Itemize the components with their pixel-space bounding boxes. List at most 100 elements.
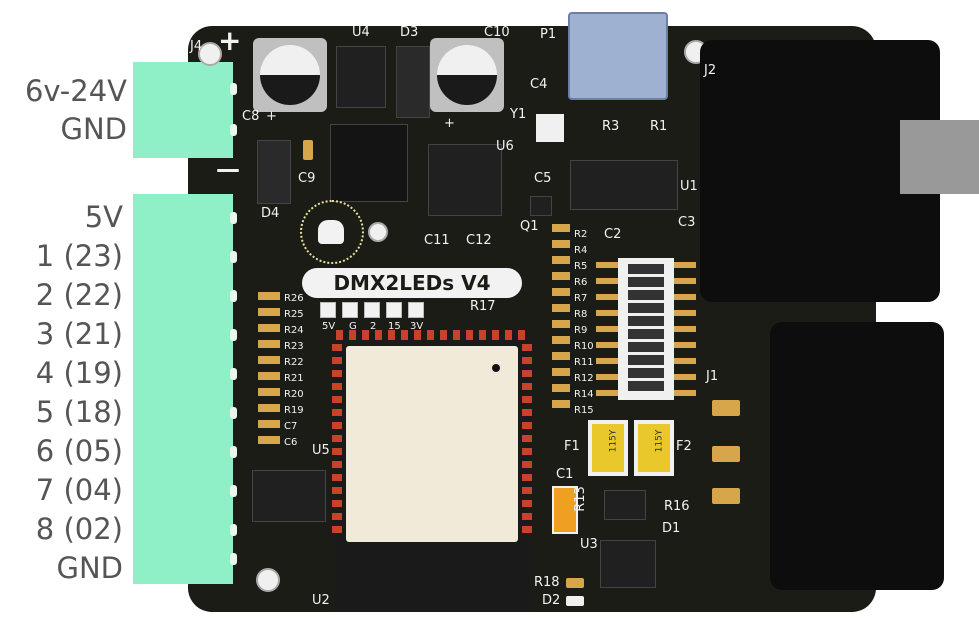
- ref-j4: J4: [190, 39, 203, 54]
- header-label-3v: 3V: [410, 321, 424, 332]
- dip-switch-levers[interactable]: [628, 264, 664, 394]
- ref-right-resistor: R10: [574, 341, 594, 352]
- ref-j2: J2: [704, 63, 717, 78]
- ref-left-resistor: R26: [284, 293, 304, 304]
- cap-c9: [303, 140, 313, 160]
- chip-d1: [604, 490, 646, 520]
- label-5v: 5V: [84, 200, 123, 234]
- diode-d4: [257, 140, 291, 204]
- terminal-pin: [230, 212, 237, 224]
- terminal-pin: [230, 329, 237, 341]
- label-ch7: 7 (04): [35, 473, 123, 507]
- ref-r17: R17: [470, 299, 496, 314]
- mounting-hole: [368, 222, 388, 242]
- diode-d3: [396, 46, 430, 118]
- ref-u2: U2: [312, 593, 330, 608]
- ref-right-resistor: R11: [574, 357, 594, 368]
- j1-pin: [712, 488, 740, 504]
- ref-left-resistor: R21: [284, 373, 304, 384]
- ref-right-resistor: R14: [574, 389, 594, 400]
- header-label-2: 2: [370, 321, 377, 332]
- esp32-top-pads: [336, 330, 528, 340]
- usb-c-port: [568, 12, 668, 100]
- capacitor-c10: [430, 38, 504, 112]
- terminal-pin: [230, 251, 237, 263]
- ref-left-resistor: C7: [284, 421, 298, 432]
- ref-c3: C3: [678, 215, 696, 230]
- board-title-box: DMX2LEDs V4: [302, 268, 522, 298]
- minus-mark: —: [216, 155, 240, 183]
- ref-left-resistor: R20: [284, 389, 304, 400]
- label-ch6: 6 (05): [35, 434, 123, 468]
- header-label-15: 15: [388, 321, 401, 332]
- output-terminal-block: [133, 194, 233, 584]
- fuse-marking: 115Y: [654, 429, 665, 453]
- ref-u1: U1: [680, 179, 698, 194]
- ref-c9: C9: [298, 171, 316, 186]
- fuse-f2: 115Y: [634, 420, 674, 476]
- ref-r3: R3: [602, 119, 620, 134]
- chip-u5: [252, 470, 326, 522]
- label-ch4: 4 (19): [35, 356, 123, 390]
- pin1-dot: [492, 364, 500, 372]
- ref-y1: Y1: [510, 107, 527, 122]
- ref-left-resistor: R23: [284, 341, 304, 352]
- c8-plus: +: [266, 109, 277, 124]
- ref-c4: C4: [530, 77, 548, 92]
- ref-c2: C2: [604, 227, 622, 242]
- terminal-pin: [230, 446, 237, 458]
- esp32-right-pads: [522, 344, 532, 534]
- ref-d1: D1: [662, 521, 681, 536]
- fuse-f1: 115Y: [588, 420, 628, 476]
- mounting-hole: [256, 568, 280, 592]
- ref-c5: C5: [534, 171, 552, 186]
- label-ch8: 8 (02): [35, 512, 123, 546]
- ref-f2: F2: [676, 439, 692, 454]
- chip-u3: [600, 540, 656, 588]
- ref-c11: C11: [424, 233, 450, 248]
- header-label-5v: 5V: [322, 321, 336, 332]
- right-resistor-pads: [552, 224, 570, 414]
- label-ch3: 3 (21): [35, 317, 123, 351]
- mounting-hole: [198, 42, 222, 66]
- inductor: [330, 124, 408, 202]
- skull-logo: [300, 200, 364, 264]
- terminal-pin: [230, 83, 237, 95]
- esp32-module-u2: [334, 334, 530, 610]
- ref-u6: U6: [496, 139, 514, 154]
- ref-p1: P1: [540, 27, 557, 42]
- transistor-q1: [530, 196, 552, 216]
- terminal-pin: [230, 368, 237, 380]
- xlr-connector-j1: [770, 322, 944, 590]
- ref-right-resistor: R8: [574, 309, 588, 320]
- xlr-latch: [900, 120, 979, 194]
- ref-left-resistor: C6: [284, 437, 298, 448]
- cap-c1: [552, 486, 578, 534]
- power-terminal-block: [133, 62, 233, 158]
- dip-switch[interactable]: [618, 258, 674, 400]
- regulator-u6: [428, 144, 502, 216]
- ref-right-resistor: R5: [574, 261, 588, 272]
- ref-d3: D3: [400, 25, 419, 40]
- resistor-r18: [566, 578, 584, 588]
- c10-plus: +: [444, 116, 455, 131]
- ref-r1: R1: [650, 119, 668, 134]
- ref-left-resistor: R22: [284, 357, 304, 368]
- label-ch1: 1 (23): [35, 239, 123, 273]
- skull-icon: [318, 220, 344, 244]
- ref-u4: U4: [352, 25, 370, 40]
- fuse-marking: 115Y: [608, 429, 619, 453]
- label-ch2: 2 (22): [35, 278, 123, 312]
- ref-c8: C8: [242, 109, 260, 124]
- terminal-pin: [230, 124, 237, 136]
- terminal-pin: [230, 553, 237, 565]
- chip-u4: [336, 46, 386, 108]
- ref-c12: C12: [466, 233, 492, 248]
- ref-r16: R16: [664, 499, 690, 514]
- ref-u3: U3: [580, 537, 598, 552]
- ref-left-resistor: R19: [284, 405, 304, 416]
- left-resistor-pads: [258, 292, 280, 452]
- ref-left-resistor: R25: [284, 309, 304, 320]
- cap-top: [260, 45, 320, 105]
- ref-q1: Q1: [520, 219, 539, 234]
